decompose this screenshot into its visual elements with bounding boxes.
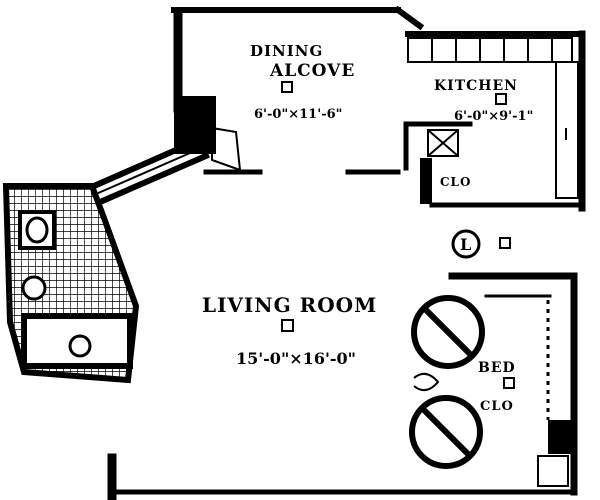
living-dimensions: 15'-0"×16'-0" — [236, 349, 356, 368]
l-marker-circle — [451, 229, 481, 259]
bed-outlet-icon — [503, 377, 515, 389]
kitchen-dimensions: 6'-0"×9'-1" — [454, 109, 533, 124]
entry-corridor — [90, 146, 210, 206]
kitchen-label: KITCHEN — [434, 78, 518, 94]
living-label: LIVING ROOM — [202, 293, 377, 317]
kitchen-outlet-icon — [495, 93, 507, 105]
dining-label-line1: DINING — [250, 42, 323, 60]
dining-dimensions: 6'-0"×11'-6" — [254, 107, 342, 122]
dining-details — [178, 104, 242, 172]
l-marker-outlet-icon — [499, 237, 511, 249]
kitchen-cabinets — [407, 37, 579, 204]
room-labels: DINING ALCOVE 6'-0"×11'-6" KITCHEN 6'-0"… — [202, 42, 533, 414]
bed-label: BED — [478, 360, 516, 376]
bed-closet-label: CLO — [480, 399, 514, 414]
dining-outlet-icon — [281, 81, 293, 93]
l-marker-letter: L — [460, 235, 472, 254]
living-outlet-icon — [281, 319, 294, 332]
bathroom — [2, 183, 140, 384]
kitchen-closet-label: CLO — [440, 175, 471, 189]
dining-label-line2: ALCOVE — [269, 61, 355, 81]
walls — [107, 5, 586, 500]
bed-furniture — [409, 295, 572, 487]
